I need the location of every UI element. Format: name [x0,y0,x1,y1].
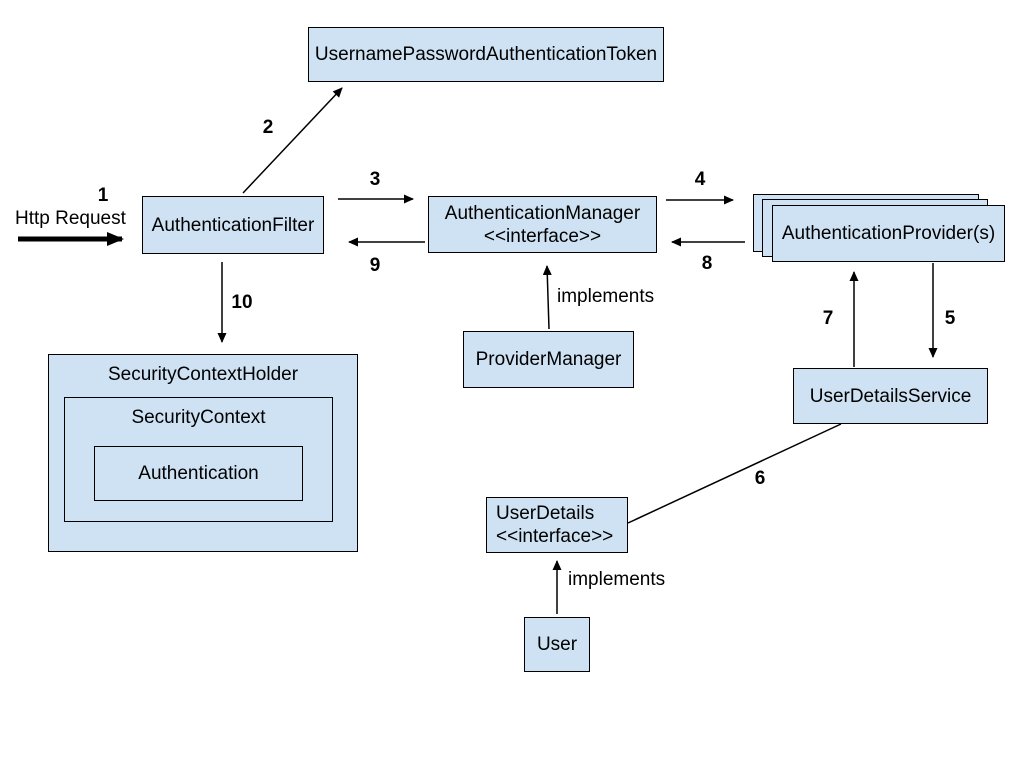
step-label-10: 10 [231,292,253,313]
node-username-password-authentication-token: UsernamePasswordAuthenticationToken [308,27,664,82]
node-security-context-holder: SecurityContextHolder [48,354,358,552]
node-label: ProviderManager [475,349,622,370]
node-user: User [524,617,590,672]
node-authentication-filter: AuthenticationFilter [142,196,324,254]
node-label: UsernamePasswordAuthenticationToken [314,44,658,65]
node-label: AuthenticationFilter [151,214,315,236]
node-authentication: Authentication [94,446,303,501]
node-label: UserDetailsService [809,385,972,407]
implements-label-user: implements [568,569,666,590]
node-security-context: SecurityContext [64,397,333,522]
node-stereotype: <<interface>> [496,526,614,547]
node-authentication-manager: AuthenticationManager <<interface>> [428,196,657,253]
step-label-9: 9 [369,255,381,276]
node-label: User [536,634,578,655]
step-label-4: 4 [694,169,706,190]
node-provider-manager: ProviderManager [463,331,634,388]
implements-label-provider-manager: implements [557,286,655,307]
node-label: SecurityContextHolder [107,364,299,385]
node-user-details-service: UserDetailsService [793,368,988,424]
step-label-1: 1 [97,185,109,206]
node-authentication-providers: AuthenticationProvider(s) [772,205,1005,262]
node-label: Authentication [138,463,259,484]
http-request-label: Http Request [15,208,126,229]
arrow-step-2-filter-to-token [242,87,343,194]
node-label: UserDetails [496,503,595,524]
step-label-6: 6 [754,468,766,489]
line-step-6-userdetailsservice-to-userdetails [627,423,842,524]
step-label-2: 2 [262,117,274,138]
node-stereotype: <<interface>> [483,225,602,247]
arrow-implements-providermanager [542,265,552,330]
step-label-3: 3 [369,169,381,190]
step-label-8: 8 [701,253,713,274]
step-label-7: 7 [822,308,834,329]
node-label: AuthenticationManager [444,202,641,224]
step-label-5: 5 [944,308,956,329]
node-label: SecurityContext [131,407,266,428]
node-user-details: UserDetails <<interface>> [486,497,628,553]
node-label: AuthenticationProvider(s) [781,223,996,244]
